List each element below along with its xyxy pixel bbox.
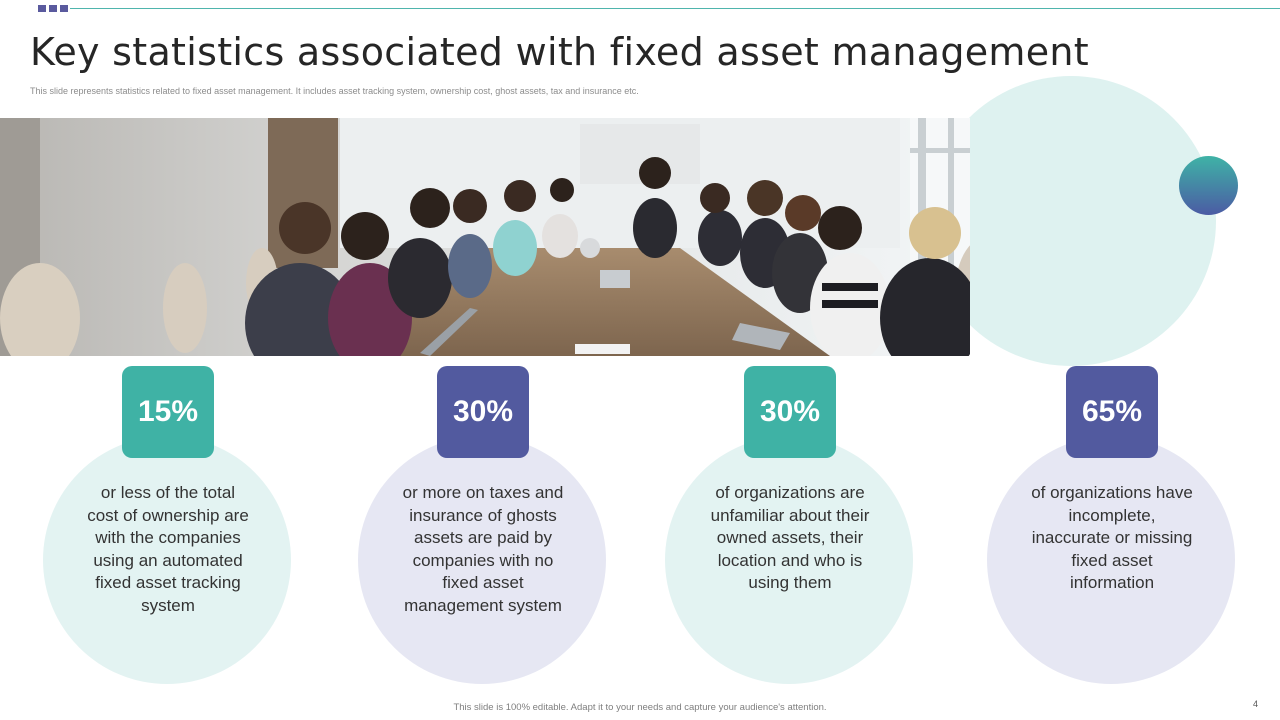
- stat-description: or more on taxes and insurance of ghosts…: [402, 483, 564, 615]
- stat-card: 30% of organizations are unfamiliar abou…: [665, 366, 915, 686]
- stat-circle: [43, 436, 291, 684]
- meeting-photo-icon: [0, 118, 970, 356]
- header-dots: [38, 5, 68, 12]
- stat-card: 30% or more on taxes and insurance of gh…: [358, 366, 608, 686]
- stat-description: or less of the total cost of ownership a…: [87, 483, 249, 615]
- stat-card: 15% or less of the total cost of ownersh…: [43, 366, 293, 686]
- header-dot: [60, 5, 68, 12]
- slide-subtitle: This slide represents statistics related…: [30, 86, 639, 96]
- stat-circle: [665, 436, 913, 684]
- slide-footer: This slide is 100% editable. Adapt it to…: [453, 702, 827, 713]
- stat-description: of organizations have incomplete, inaccu…: [1031, 483, 1193, 592]
- stat-value: 15%: [122, 366, 214, 458]
- top-rule: [70, 8, 1280, 9]
- stat-value: 65%: [1066, 366, 1158, 458]
- stat-value: 30%: [744, 366, 836, 458]
- stat-circle: [358, 436, 606, 684]
- stat-circle: [987, 436, 1235, 684]
- header-dot: [38, 5, 46, 12]
- page-number: 4: [1252, 699, 1258, 709]
- slide-title: Key statistics associated with fixed ass…: [30, 30, 1090, 74]
- header-dot: [49, 5, 57, 12]
- accent-ball: [1179, 156, 1238, 215]
- stat-card: 65% of organizations have incomplete, in…: [987, 366, 1237, 686]
- decorative-circle: [926, 76, 1216, 366]
- stat-value: 30%: [437, 366, 529, 458]
- stat-description: of organizations are unfamiliar about th…: [710, 483, 870, 592]
